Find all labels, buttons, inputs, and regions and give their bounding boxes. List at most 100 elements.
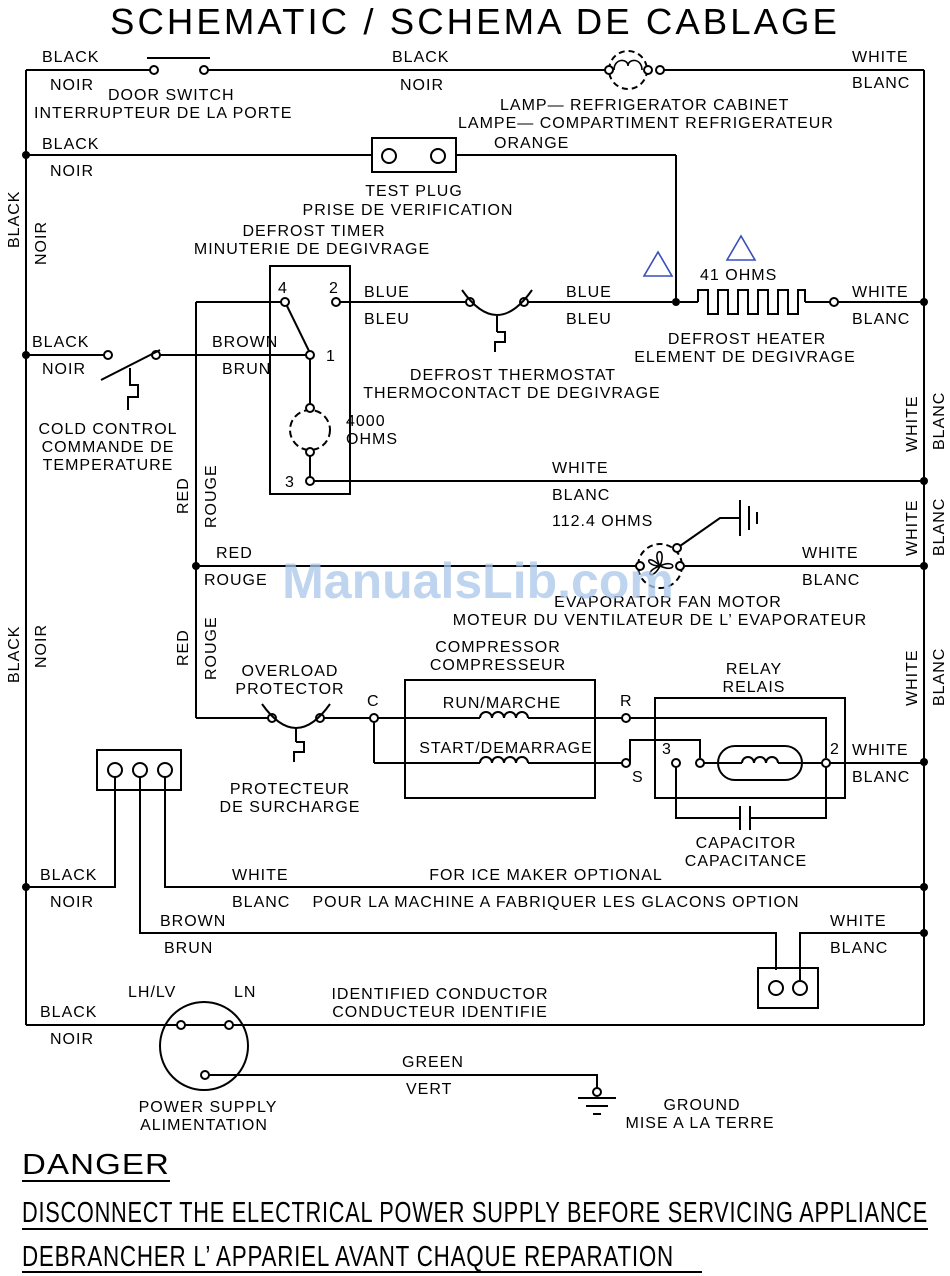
label-white-right-3: WHITE [904,649,921,706]
defrost-heater-label: DEFROST HEATER [668,331,826,348]
run-winding-label: RUN/MARCHE [443,695,561,712]
relay-label-fr: RELAIS [723,679,786,696]
watermark: ManualsLib.com [282,553,674,609]
compressor-label: COMPRESSOR [435,639,561,656]
defrost-thermostat-label: DEFROST THERMOSTAT [410,367,616,384]
label-blue-1: BLUE [364,284,410,301]
ground-label-fr: MISE A LA TERRE [626,1115,775,1132]
timer-terminal-3: 3 [285,474,295,491]
defrost-heater [672,289,924,315]
relay-label: RELAY [726,661,782,678]
label-brun-timer: BRUN [222,361,271,378]
label-brown-timer: BROWN [212,334,278,351]
test-plug [26,137,677,302]
overload-protector [261,703,379,762]
label-white-fan: WHITE [802,545,859,562]
label-orange: ORANGE [494,135,569,152]
heater-ohms: 41 OHMS [700,267,777,284]
red-wire [192,301,281,719]
label-blanc-heater: BLANC [852,311,910,328]
compressor-terminal-r: R [620,693,633,710]
label-white-heater: WHITE [852,284,909,301]
bus-dots [22,151,928,937]
fan-ohms: 112.4 OHMS [552,513,653,530]
label-black-ice: BLACK [40,867,97,884]
label-green: GREEN [402,1054,464,1071]
relay-terminal-2: 2 [830,741,840,758]
label-white-right-2: WHITE [904,499,921,556]
power-plug [26,1001,924,1097]
capacitor-label: CAPACITOR [696,835,797,852]
relay-terminal-3: 3 [662,741,672,758]
label-noir-left-1: NOIR [33,221,50,265]
danger-heading: DANGER [22,1149,170,1181]
label-vert: VERT [406,1081,452,1098]
label-brun-ice: BRUN [164,940,213,957]
label-white-ice-right: WHITE [830,913,887,930]
plug-pin-ln: LN [234,984,256,1001]
label-noir-top-mid: NOIR [400,77,444,94]
label-rouge-1: ROUGE [203,464,220,528]
ice-maker-connector [26,749,924,970]
plug-pin-lh: LH/LV [128,984,176,1001]
label-rouge-2: ROUGE [203,616,220,680]
lamp-label: LAMP— REFRIGERATOR CABINET [500,97,789,114]
label-black-left-1: BLACK [6,191,23,248]
label-noir-ice: NOIR [50,894,94,911]
label-noir-left-2: NOIR [33,624,50,668]
test-plug-label: TEST PLUG [365,183,463,200]
label-blanc-ice-right: BLANC [830,940,888,957]
label-blue-2: BLUE [566,284,612,301]
ice-maker-label: FOR ICE MAKER OPTIONAL [429,867,663,884]
compressor [373,679,631,799]
label-blanc-relay: BLANC [852,769,910,786]
warning-triangle-2 [725,234,757,261]
label-brown-ice: BROWN [160,913,226,930]
label-red-2: RED [175,629,192,666]
label-bleu-1: BLEU [364,311,410,328]
identified-conductor-label-fr: CONDUCTEUR IDENTIFIE [332,1004,548,1021]
label-blanc-fan: BLANC [802,572,860,589]
timer-terminal-1: 1 [326,348,336,365]
overload-label-fr-2: DE SURCHARGE [220,799,361,816]
ground-label: GROUND [663,1097,740,1114]
timer-motor-ohms: 4000 [346,413,386,430]
label-black-cold: BLACK [32,334,89,351]
label-black-top-left: BLACK [42,49,99,66]
cold-control [26,349,306,410]
overload-label-1: OVERLOAD [242,663,339,680]
cabinet-lamp [604,50,924,90]
overload-label-2: PROTECTOR [235,681,344,698]
relay [629,697,924,830]
defrost-heater-label-fr: ELEMENT DE DEGIVRAGE [634,349,856,366]
capacitor-label-fr: CAPACITANCE [685,853,807,870]
label-noir-cold: NOIR [42,361,86,378]
label-blanc-right-2: BLANC [931,498,948,556]
evaporator-fan-motor [196,517,924,589]
label-blanc-top-right: BLANC [852,75,910,92]
label-blanc-right-1: BLANC [931,392,948,450]
label-red-fan: RED [216,545,253,562]
fan-motor-label-fr: MOTEUR DU VENTILATEUR DE L’ EVAPORATEUR [453,612,867,629]
label-red-1: RED [175,477,192,514]
label-white-relay: WHITE [852,742,909,759]
diagram-title: SCHEMATIC / SCHEMA DE CABLAGE [110,1,840,42]
defrost-timer-label: DEFROST TIMER [242,223,385,240]
label-white-top-right: WHITE [852,49,909,66]
door-switch [26,57,605,75]
label-noir-power: NOIR [50,1031,94,1048]
danger-line-fr: DEBRANCHER L’ APPARIEL AVANT CHAQUE REPA… [22,1241,674,1273]
identified-conductor-label: IDENTIFIED CONDUCTOR [331,986,548,1003]
start-winding-label: START/DEMARRAGE [419,740,593,757]
warning-triangle-1 [642,250,674,277]
ice-maker-plug [757,932,924,1009]
timer-terminal-2: 2 [329,280,339,297]
label-noir-testplug: NOIR [50,163,94,180]
compressor-terminal-c: C [367,693,380,710]
defrost-timer [269,265,351,495]
label-black-left-2: BLACK [6,626,23,683]
door-switch-label: DOOR SWITCH [108,87,235,104]
power-supply-label: POWER SUPPLY [139,1099,278,1116]
timer-motor-ohms-unit: OHMS [346,431,398,448]
